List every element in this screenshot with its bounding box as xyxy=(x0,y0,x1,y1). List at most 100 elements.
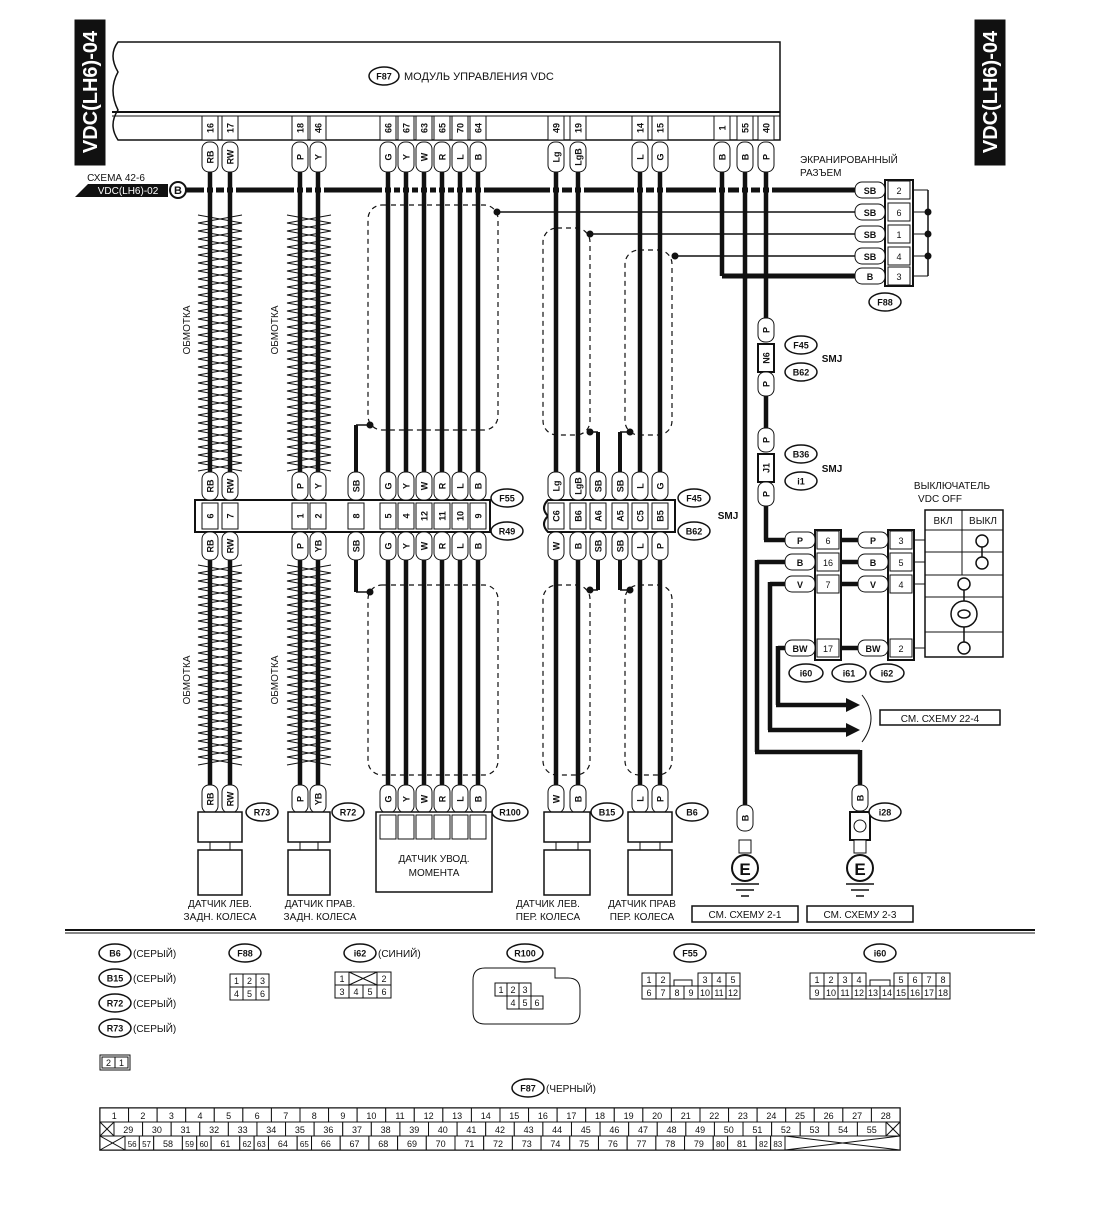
junction-dot xyxy=(586,230,594,238)
mid-pin-cell xyxy=(201,502,219,530)
sensor-body xyxy=(543,849,591,896)
mid-lower-color-pill xyxy=(451,531,469,561)
mid-lower-color-pill xyxy=(347,531,365,561)
sensor-pin-cell xyxy=(379,814,397,840)
f87-pin-number: 66 xyxy=(321,1139,331,1149)
switch-off-label: ВЫКЛ xyxy=(969,516,997,527)
ground-ref-label: СМ. СХЕМУ 2-1 xyxy=(709,910,782,921)
mid-pin-cell xyxy=(651,502,669,530)
i62-connector xyxy=(887,529,915,661)
mid-upper-color-pill xyxy=(291,471,309,501)
ground-wire-color-pill xyxy=(736,804,754,832)
mid-lower-color: SB xyxy=(594,539,604,552)
f87-pin-number: 57 xyxy=(142,1140,151,1149)
mid-lower-color: G xyxy=(384,542,394,549)
i60-wire-color: B xyxy=(797,558,804,568)
legend-pin-number: 3 xyxy=(260,976,265,986)
module-pin-cell xyxy=(433,115,451,141)
f87-pin-number: 44 xyxy=(552,1125,562,1135)
f87-pin-number: 73 xyxy=(522,1139,532,1149)
wire xyxy=(99,1135,126,1151)
f87-pin-number: 41 xyxy=(466,1125,476,1135)
legend-color: (СЕРЫЙ) xyxy=(133,997,176,1010)
sensor-label: ДАТЧИК ПРАВ. xyxy=(285,899,356,910)
lamp-filament xyxy=(957,609,971,619)
pin-cell xyxy=(114,1056,129,1069)
f87-pin-number: 23 xyxy=(738,1111,748,1121)
f87-pin-number: 75 xyxy=(579,1139,589,1149)
f87-pin-number: 46 xyxy=(609,1125,619,1135)
mid-upper-color-pill xyxy=(631,471,649,501)
mid-upper-color-pill xyxy=(569,471,587,501)
legend-pin-number: 1 xyxy=(814,975,819,985)
mid-pin-number: 10 xyxy=(456,511,466,521)
sensor-wire-color: R xyxy=(438,795,448,802)
f87-pin-number: 53 xyxy=(810,1125,820,1135)
smj-label: SMJ xyxy=(718,511,739,522)
mid-pin-number: A6 xyxy=(594,510,604,522)
mid-pin-cell xyxy=(415,502,433,530)
mid-lower-color-pill xyxy=(291,531,309,561)
mid-pin-number: B5 xyxy=(656,510,666,522)
sensor-pin-cell xyxy=(451,814,469,840)
connector-code-i60-oval xyxy=(788,663,824,683)
ground-icon xyxy=(731,854,759,882)
connector-code-i60: i60 xyxy=(800,669,813,679)
sensor-label: ДАТЧИК ЛЕВ. xyxy=(516,899,580,910)
i62-pin-cell xyxy=(889,530,913,550)
module-pin-cell xyxy=(451,115,469,141)
mid-pin-cell xyxy=(221,502,239,530)
f87-pin-number: 31 xyxy=(180,1125,190,1135)
twisted-pair-winding xyxy=(286,214,332,472)
f87-pin-number: 64 xyxy=(278,1139,288,1149)
f87-pin-number: 40 xyxy=(438,1125,448,1135)
ground-wire-color: B xyxy=(856,794,866,801)
ref-22-4-box xyxy=(879,709,1001,726)
legend-pin-number: 6 xyxy=(534,998,539,1008)
f87-pin-number: 43 xyxy=(524,1125,534,1135)
module-pin-cell xyxy=(221,115,239,141)
legend-pin-number: 16 xyxy=(910,988,920,998)
arrow-icon xyxy=(846,698,860,712)
twisted-pair-winding xyxy=(197,214,243,472)
f87-pin-number: 70 xyxy=(436,1139,446,1149)
module-pin-cell xyxy=(569,115,587,141)
module-wire-color: L xyxy=(456,154,466,160)
inline2-smj: SMJ xyxy=(822,464,843,475)
module-pin-number: 64 xyxy=(474,123,484,133)
ref-22-4-label: СМ. СХЕМУ 22-4 xyxy=(901,714,980,725)
sensor-wire-color: B xyxy=(574,795,584,802)
legend-code-oval xyxy=(98,993,132,1013)
legend-pin-number: 14 xyxy=(882,988,892,998)
i62-wire-color-pill xyxy=(857,575,889,593)
sensor-body xyxy=(627,849,673,896)
mid-upper-color: L xyxy=(456,483,466,489)
legend-pin-number: 6 xyxy=(646,988,651,998)
mid-lower-color-pill xyxy=(415,531,433,561)
inline1-color-top: P xyxy=(762,327,772,333)
module-pin-number: 17 xyxy=(226,123,236,133)
module-pin-number: 63 xyxy=(420,123,430,133)
module-pin-number: 46 xyxy=(314,123,324,133)
mid-pin-number: 2 xyxy=(314,513,324,518)
f88-code: F88 xyxy=(877,298,893,308)
pin-cell xyxy=(935,985,951,1000)
mid-upper-color: R xyxy=(438,482,448,489)
inline2-bottom-code: i1 xyxy=(797,477,805,487)
i60-wire-color: BW xyxy=(793,644,808,654)
ground-lug xyxy=(853,839,867,854)
i60-wire-color: P xyxy=(797,536,803,546)
i60-pin-number: 17 xyxy=(823,644,833,654)
sensor-label: ДАТЧИК ПРАВ xyxy=(608,899,676,910)
f87-pin-number: 16 xyxy=(538,1111,548,1121)
mid-upper-color-pill xyxy=(397,471,415,501)
f87-pin-number: 56 xyxy=(128,1140,137,1149)
legend-pin-number: 1 xyxy=(119,1058,124,1068)
mid-upper-color-pill xyxy=(451,471,469,501)
f88-pin-number: 6 xyxy=(896,208,901,218)
b62-code-oval xyxy=(677,521,711,541)
legend-code: B6 xyxy=(109,949,121,959)
ref-in-page: VDC(LH6)-02 xyxy=(98,186,159,197)
i60-wire-color: V xyxy=(797,580,803,590)
junction-dot xyxy=(626,586,634,594)
